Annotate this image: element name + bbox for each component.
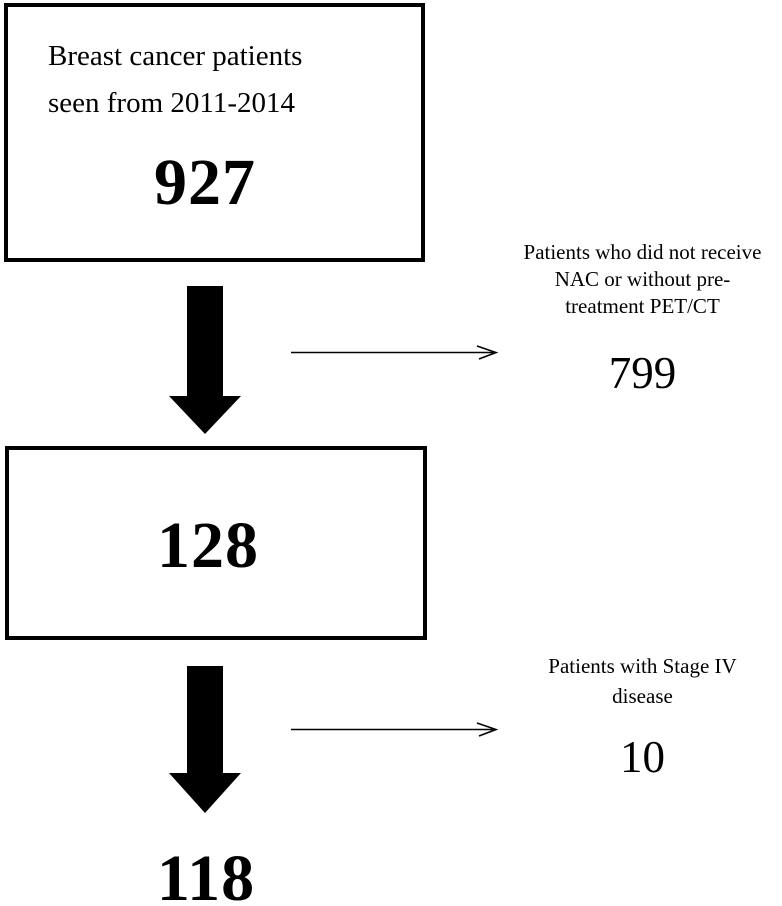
right-arrow-icon [291,722,499,737]
initial-cohort-label: Breast cancer patients seen from 2011-20… [48,33,302,127]
nac-cohort-count: 128 [157,509,259,582]
exclusion2-label-line1: Patients with Stage IV [548,654,737,678]
down-arrow-icon [169,666,241,813]
initial-cohort-count: 927 [154,146,256,219]
exclusion2-count: 10 [620,732,665,782]
exclusion1-label: Patients who did not receive NAC or with… [505,239,780,320]
final-cohort-count: 118 [156,842,256,906]
flow-box-initial-cohort: Breast cancer patients seen from 2011-20… [4,3,425,262]
exclusion1-label-line1: Patients who did not receive [523,240,762,264]
down-arrow-icon [169,286,241,434]
exclusion2-label: Patients with Stage IV disease [505,651,780,711]
exclusion2-label-line2: disease [612,684,673,708]
initial-cohort-label-line2: seen from 2011-2014 [48,87,295,119]
flow-box-nac-cohort [5,446,427,640]
exclusion1-label-line2: NAC or without pre- [554,267,731,291]
initial-cohort-label-line1: Breast cancer patients [48,40,303,72]
exclusion1-count: 799 [608,348,677,398]
exclusion1-label-line3: treatment PET/CT [565,294,720,318]
right-arrow-icon [291,345,499,360]
